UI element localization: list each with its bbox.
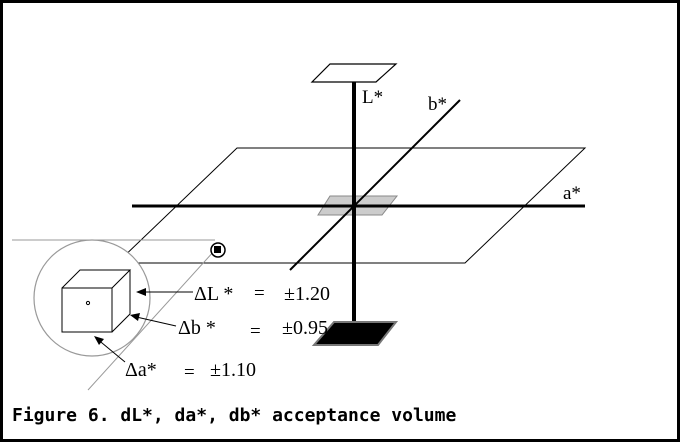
b-axis-label: b* [428, 94, 447, 115]
zoom-source-cube [214, 246, 221, 253]
magnifier-circle [33, 239, 151, 357]
ab-plane [115, 147, 587, 264]
delta-b-value: ±0.95 [282, 317, 328, 339]
tolerance-cube [61, 269, 132, 333]
figure-caption: Figure 6. dL*, da*, db* acceptance volum… [12, 405, 457, 426]
delta-b-symbol: Δb * [178, 317, 216, 339]
delta-a-symbol: Δa* [125, 359, 157, 381]
delta-l-equals: = [254, 283, 265, 304]
l-axis-label: L* [362, 87, 383, 108]
bottom-square [311, 321, 399, 346]
dl-arrow-head [136, 288, 146, 296]
delta-l-symbol: ΔL * [194, 283, 233, 305]
da-arrow-head [94, 336, 104, 345]
cube-center-dot [85, 300, 91, 306]
top-square [310, 63, 398, 83]
db-arrow-head [130, 313, 140, 321]
a-axis-label: a* [563, 183, 581, 204]
db-arrow-line [131, 315, 177, 327]
delta-l-value: ±1.20 [284, 283, 330, 305]
b-axis [289, 99, 461, 271]
delta-b-equals: = [250, 321, 261, 342]
delta-a-equals: = [184, 362, 195, 383]
delta-a-value: ±1.10 [210, 359, 256, 381]
